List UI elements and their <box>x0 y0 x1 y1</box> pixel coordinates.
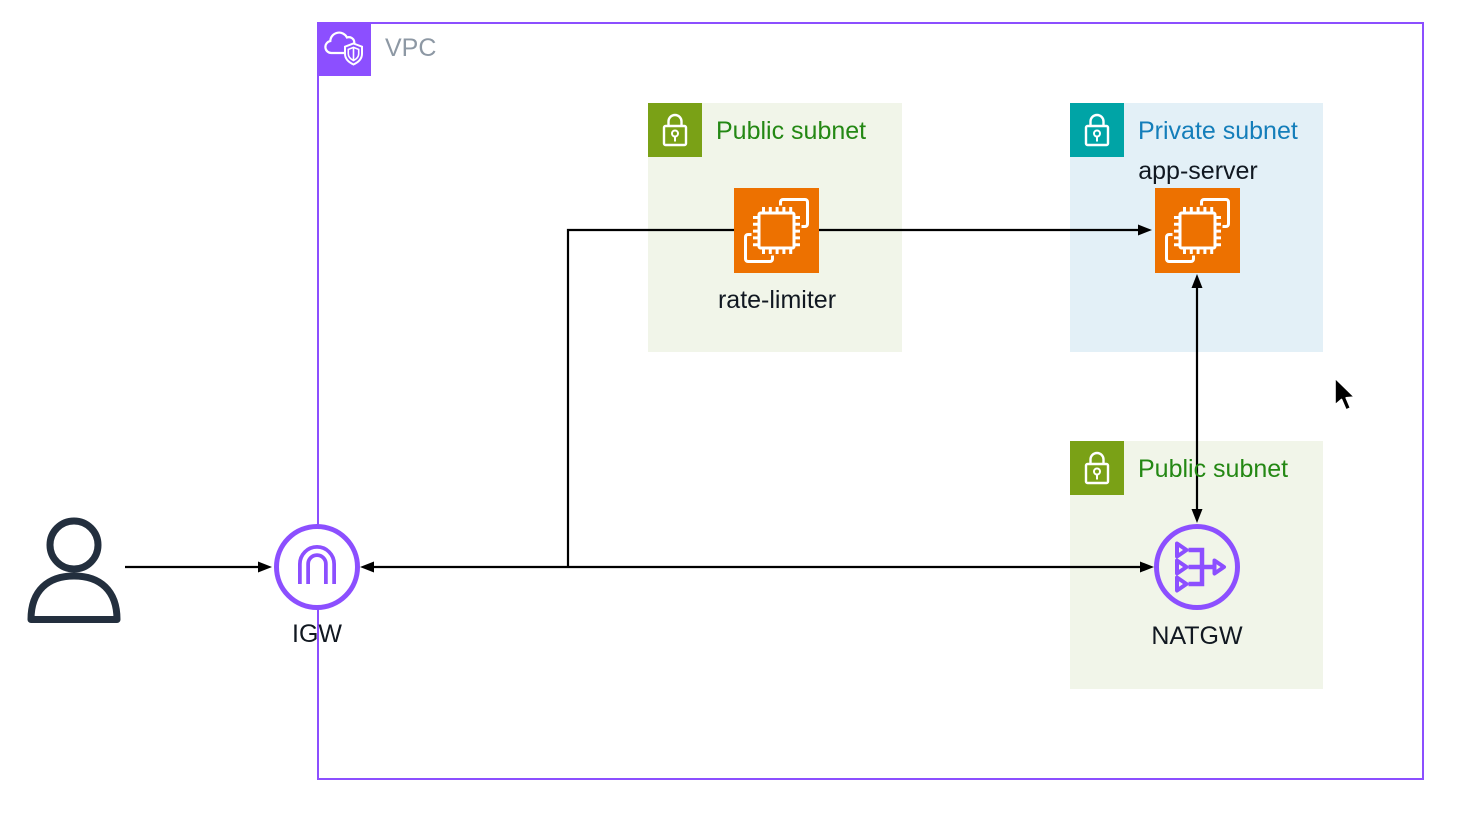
public-subnet-top-label: Public subnet <box>716 117 867 145</box>
subnet-lock-icon <box>648 103 702 157</box>
ec2-chip-icon-rate-limiter[interactable] <box>734 188 819 273</box>
vpc-cloud-shield-icon <box>317 22 371 76</box>
ec2-chip-icon-app-server[interactable] <box>1155 188 1240 273</box>
nat-gateway-icon[interactable] <box>1152 522 1242 612</box>
natgw-label: NATGW <box>1151 622 1243 650</box>
subnet-lock-icon <box>1070 441 1124 495</box>
subnet-lock-icon <box>1070 103 1124 157</box>
vpc-label: VPC <box>385 34 437 62</box>
mouse-cursor-icon <box>1332 376 1358 414</box>
public-subnet-bottom-label: Public subnet <box>1138 455 1289 483</box>
rate-limiter-label: rate-limiter <box>717 286 837 314</box>
vpc-container[interactable] <box>317 22 1424 780</box>
igw-label: IGW <box>292 620 342 648</box>
user-person-icon[interactable] <box>25 514 125 626</box>
internet-gateway-icon[interactable] <box>272 522 362 612</box>
app-server-label: app-server <box>1138 157 1258 185</box>
private-subnet-label: Private subnet <box>1138 117 1298 145</box>
